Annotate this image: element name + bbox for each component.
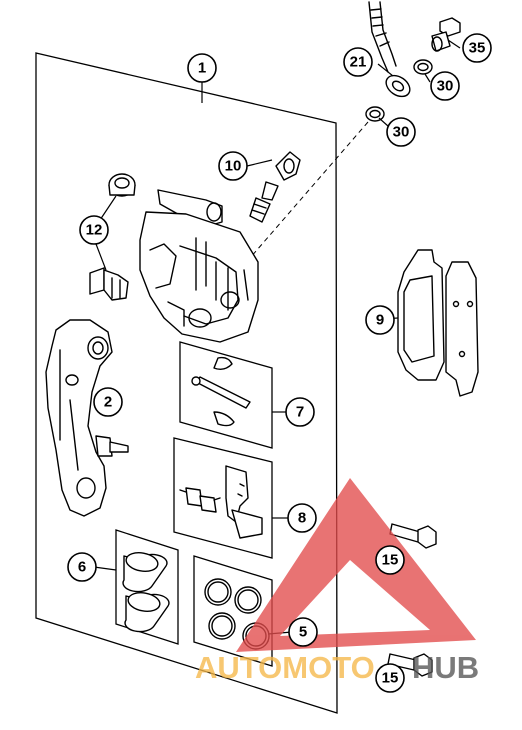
bleeder-valve (249, 151, 301, 223)
caliper-bolt-upper (108, 173, 136, 197)
watermark-logo-triangle (236, 478, 476, 652)
callout-10: 10 (218, 151, 248, 181)
svg-text:30: 30 (393, 124, 410, 141)
brake-caliper-housing (139, 189, 259, 343)
banjo-bolt (431, 17, 461, 52)
callout-12: 12 (79, 215, 109, 245)
caliper-assembly-frame (35, 52, 338, 714)
piston-kit-frame (115, 529, 179, 645)
watermark: AUTOMOTO HUB (195, 478, 479, 685)
svg-text:10: 10 (225, 158, 242, 175)
pin-kit-frame (179, 341, 273, 449)
svg-text:8: 8 (298, 510, 306, 527)
mounting-bolt-lower (387, 653, 433, 677)
callout-15-upper: 15 (375, 545, 405, 575)
pad-hardware-frame (173, 437, 273, 559)
callout-6: 6 (67, 552, 97, 582)
sealing-ring-upper (413, 59, 433, 75)
callout-9: 9 (365, 305, 395, 335)
callout-5: 5 (288, 617, 318, 647)
svg-text:9: 9 (376, 312, 384, 329)
svg-text:12: 12 (86, 222, 103, 239)
watermark-text-automoto: AUTOMOTO (195, 650, 375, 685)
caliper-support-bracket (45, 319, 129, 517)
brake-line-group (368, 1, 411, 98)
callout-1: 1 (187, 53, 217, 83)
svg-text:15: 15 (382, 552, 399, 569)
assembly-axis-line (249, 121, 369, 259)
callout-21: 21 (343, 47, 373, 77)
svg-text:5: 5 (299, 624, 307, 641)
callout-2: 2 (93, 387, 123, 417)
callout-labels: 1 2 5 6 7 8 9 10 12 15 15 (67, 33, 492, 693)
caliper-bolt-lower (89, 267, 129, 301)
callout-30-lower: 30 (386, 117, 416, 147)
seal-kit-frame (193, 555, 273, 667)
svg-text:7: 7 (296, 404, 304, 421)
guide-pin-kit (191, 356, 251, 427)
callout-15-lower: 15 (375, 663, 405, 693)
svg-text:1: 1 (198, 60, 206, 77)
svg-text:35: 35 (469, 40, 486, 57)
svg-text:21: 21 (350, 54, 367, 71)
callout-8: 8 (287, 503, 317, 533)
callout-35: 35 (462, 33, 492, 63)
svg-text:15: 15 (382, 670, 399, 687)
pad-spring-kit (179, 465, 263, 539)
svg-text:6: 6 (78, 559, 86, 576)
sealing-ring-lower (365, 106, 385, 122)
svg-text:30: 30 (437, 78, 454, 95)
mounting-bolt-upper (389, 523, 437, 549)
callout-7: 7 (285, 397, 315, 427)
brake-pistons (122, 552, 170, 633)
svg-text:2: 2 (104, 394, 112, 411)
callout-30-upper: 30 (430, 71, 460, 101)
brake-pads (397, 249, 479, 397)
watermark-text-hub: HUB (412, 650, 479, 685)
